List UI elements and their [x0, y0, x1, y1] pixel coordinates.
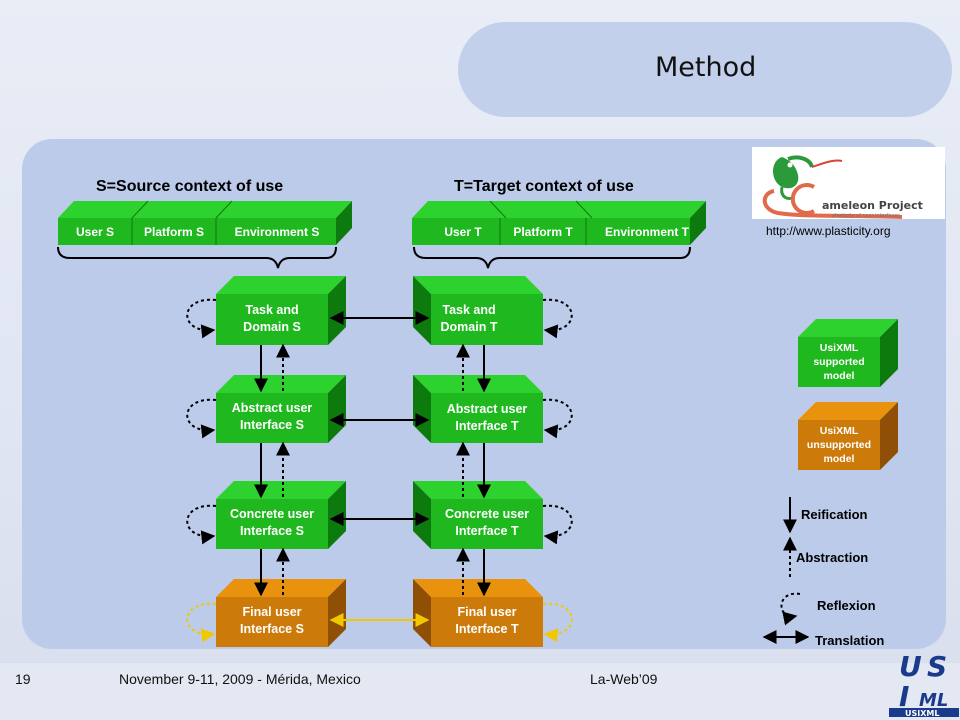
target-brace — [413, 246, 691, 269]
target-context-bar — [412, 200, 706, 245]
source-final-box — [216, 579, 346, 647]
plasticity-url[interactable]: http://www.plasticity.org — [766, 224, 891, 238]
reflexion-arrow — [186, 398, 217, 439]
user-t-label: User T — [444, 225, 482, 239]
slide-title: Method — [655, 52, 757, 83]
platform-t-label: Platform T — [513, 225, 573, 239]
reflexion-arrow — [542, 602, 573, 643]
legend-abstraction-label: Abstraction — [796, 550, 869, 565]
source-context-heading: S=Source context of use — [96, 178, 284, 195]
source-brace — [57, 246, 337, 269]
legend-reification-label: Reification — [801, 507, 868, 522]
target-task-box — [413, 276, 543, 345]
legend-reflexion-label: Reflexion — [817, 598, 876, 613]
svg-text:I: I — [899, 680, 909, 713]
source-context-bar — [58, 200, 352, 245]
legend-reflexion-arrow — [780, 592, 801, 626]
page-number: 19 — [15, 671, 31, 687]
reflexion-arrow — [542, 398, 573, 439]
environment-s-label: Environment S — [234, 225, 320, 239]
target-concrete-box — [413, 481, 543, 549]
svg-text:USIXML: USIXML — [905, 709, 939, 718]
svg-text:S: S — [927, 650, 947, 683]
footer-venue: La-Web’09 — [590, 671, 658, 687]
environment-t-label: Environment T — [604, 225, 689, 239]
logo-subtitle: plasticity of user interfaces — [832, 213, 900, 219]
reflexion-arrow — [186, 602, 217, 643]
chameleon-icon: ameleon Project plasticity of user inter… — [762, 155, 923, 219]
reflexion-arrow — [542, 504, 573, 545]
logo-title: ameleon Project — [822, 199, 923, 212]
reflexion-arrow — [186, 504, 217, 545]
usixml-logo-icon: U S I ML USIXML — [889, 650, 959, 718]
legend-supported-box — [798, 319, 898, 387]
svg-text:ML: ML — [919, 690, 948, 711]
platform-s-label: Platform S — [143, 225, 204, 239]
target-context-heading: T=Target context of use — [454, 178, 634, 195]
title-bar — [458, 22, 952, 117]
source-abstract-box — [216, 375, 346, 443]
cameleon-logo: ameleon Project plasticity of user inter… — [752, 147, 945, 219]
user-s-label: User S — [75, 225, 115, 239]
footer — [0, 663, 960, 720]
source-task-box — [216, 276, 346, 345]
reflexion-arrow — [186, 298, 217, 339]
reflexion-arrow — [542, 298, 573, 339]
svg-text:U: U — [899, 650, 922, 683]
legend-translation-label: Translation — [815, 633, 885, 648]
legend-unsupported-box — [798, 402, 898, 470]
footer-date: November 9-11, 2009 - Mérida, Mexico — [119, 671, 361, 687]
